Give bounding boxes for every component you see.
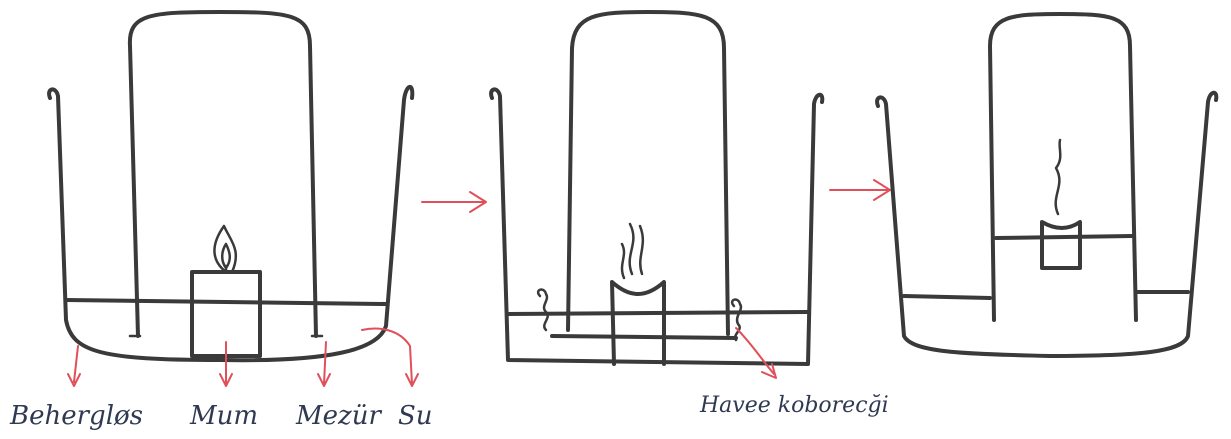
- water-pointer: [361, 327, 419, 387]
- label-air-bubble: Havee koborecği: [699, 393, 889, 418]
- cylinder-outline: [566, 10, 730, 336]
- water-line: [64, 298, 388, 306]
- inner-water-line: [550, 334, 738, 340]
- beaker-pointer: [67, 345, 81, 387]
- process-arrow-2: [829, 179, 891, 201]
- candle: [610, 280, 666, 366]
- label-cylinder: Mezür: [295, 401, 382, 431]
- beaker-outline: [489, 87, 825, 366]
- cylinder-pointer: [317, 341, 331, 387]
- label-water: Su: [398, 401, 433, 431]
- air-bubble-right: [730, 298, 743, 342]
- inner-water-line: [994, 234, 1134, 240]
- process-arrow-1: [421, 191, 487, 213]
- air-bubble-arrow: [735, 327, 777, 379]
- air-bubble-left: [536, 288, 549, 332]
- label-pointers: [67, 327, 419, 387]
- water-line: [506, 310, 810, 316]
- panel-1-lit-candle: [47, 10, 415, 363]
- beaker-outline: [47, 85, 415, 363]
- label-beaker: Behergløs: [9, 401, 143, 431]
- cylinder-outline: [988, 12, 1138, 322]
- panel-2-extinguished-candle: [489, 10, 825, 379]
- beaker-outline: [875, 90, 1219, 358]
- water-line: [902, 294, 992, 300]
- cylinder-outline: [127, 10, 318, 338]
- candle-pointer: [219, 341, 233, 387]
- candle: [1040, 220, 1082, 270]
- smoke-icon: [1054, 138, 1062, 216]
- smoke-icon: [620, 222, 645, 280]
- panel-3-water-risen: [875, 12, 1219, 358]
- label-candle: Mum: [189, 401, 258, 431]
- flame-icon: [213, 224, 238, 274]
